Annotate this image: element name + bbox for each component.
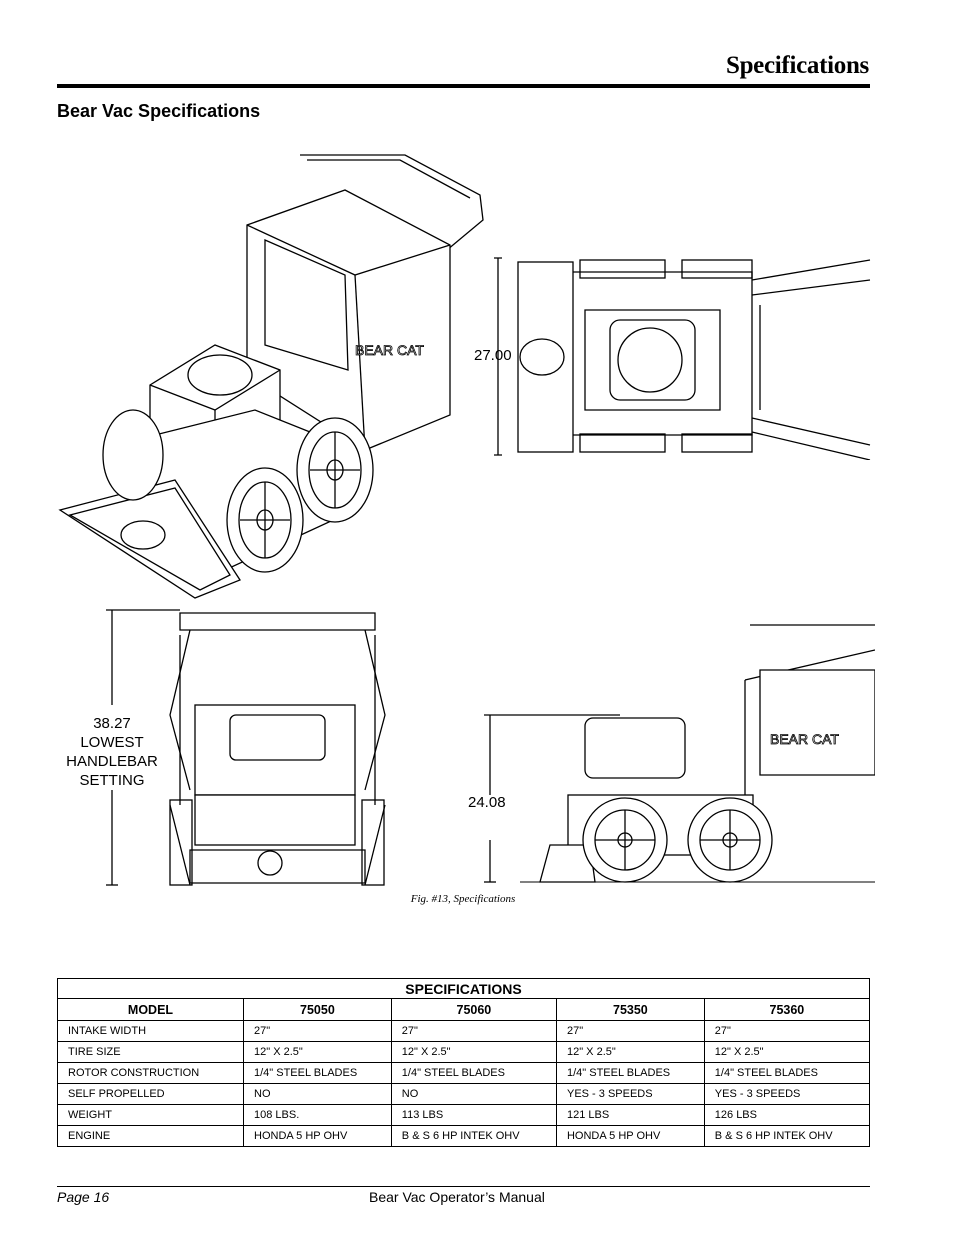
front-height-value: 38.27 <box>93 715 131 732</box>
table-cell: 27" <box>390 1020 557 1042</box>
table-cell: 1/4" STEEL BLADES <box>703 1062 871 1084</box>
table-row: WEIGHT 108 LBS. 113 LBS 121 LBS 126 LBS <box>57 1104 871 1126</box>
figure-caption: Fig. #13, Specifications <box>410 893 516 905</box>
table-cell: 1/4" STEEL BLADES <box>555 1062 705 1084</box>
row-label: TIRE SIZE <box>57 1041 244 1063</box>
section-heading: Bear Vac Specifications <box>57 101 261 121</box>
table-cell: 126 LBS <box>703 1104 871 1126</box>
row-label: SELF PROPELLED <box>57 1083 244 1105</box>
header-75350: 75350 <box>555 998 705 1021</box>
table-cell: NO <box>243 1083 392 1105</box>
page-title: Specifications <box>725 52 869 79</box>
table-title: SPECIFICATIONS <box>57 978 870 999</box>
row-label: ROTOR CONSTRUCTION <box>57 1062 244 1084</box>
table-cell: 121 LBS <box>555 1104 705 1126</box>
side-view-drawing: BEAR CAT <box>484 624 875 883</box>
table-row: ENGINE HONDA 5 HP OHV B & S 6 HP INTEK O… <box>57 1125 871 1147</box>
table-cell: NO <box>390 1083 557 1105</box>
table-cell: 1/4" STEEL BLADES <box>243 1062 392 1084</box>
table-row: SELF PROPELLED NO NO YES - 3 SPEEDS YES … <box>57 1083 871 1105</box>
specifications-table: SPECIFICATIONS MODEL 75050 75060 75350 7… <box>57 978 871 1147</box>
front-height-note-2: HANDLEBAR <box>66 753 158 770</box>
table-cell: HONDA 5 HP OHV <box>243 1125 392 1147</box>
row-label: ENGINE <box>57 1125 244 1147</box>
table-cell: 12" X 2.5" <box>555 1041 705 1063</box>
table-row: ROTOR CONSTRUCTION 1/4" STEEL BLADES 1/4… <box>57 1062 871 1084</box>
table-cell: 12" X 2.5" <box>243 1041 392 1063</box>
table-cell: 27" <box>555 1020 705 1042</box>
logo-text: BEAR CAT <box>355 342 424 358</box>
row-label: WEIGHT <box>57 1104 244 1126</box>
side-logo-text: BEAR CAT <box>770 731 839 747</box>
title-rule <box>57 84 870 88</box>
table-row: INTAKE WIDTH 27" 27" 27" 27" <box>57 1020 871 1042</box>
header-75360: 75360 <box>703 998 871 1021</box>
table-header-row: MODEL 75050 75060 75350 75360 <box>57 998 871 1021</box>
header-75060: 75060 <box>390 998 557 1021</box>
table-cell: YES - 3 SPEEDS <box>555 1083 705 1105</box>
side-height-dimension: 24.08 <box>468 794 506 811</box>
table-cell: 12" X 2.5" <box>703 1041 871 1063</box>
front-height-dimension: 38.27 LOWEST HANDLEBAR SETTING <box>58 714 166 790</box>
top-width-dimension: 27.00 <box>474 347 512 364</box>
table-cell: 113 LBS <box>390 1104 557 1126</box>
footer-rule <box>57 1186 870 1187</box>
table-cell: 27" <box>243 1020 392 1042</box>
front-height-note-1: LOWEST <box>80 734 144 751</box>
front-height-note-3: SETTING <box>79 772 145 789</box>
footer-page-number: Page 16 <box>57 1189 110 1205</box>
row-label: INTAKE WIDTH <box>57 1020 244 1042</box>
table-cell: 108 LBS. <box>243 1104 392 1126</box>
top-view-drawing <box>494 257 871 460</box>
table-row: TIRE SIZE 12" X 2.5" 12" X 2.5" 12" X 2.… <box>57 1041 871 1063</box>
table-cell: 27" <box>703 1020 871 1042</box>
table-cell: B & S 6 HP INTEK OHV <box>703 1125 871 1147</box>
header-model: MODEL <box>57 998 244 1021</box>
header-75050: 75050 <box>243 998 392 1021</box>
table-cell: YES - 3 SPEEDS <box>703 1083 871 1105</box>
table-cell: B & S 6 HP INTEK OHV <box>390 1125 557 1147</box>
table-cell: HONDA 5 HP OHV <box>555 1125 705 1147</box>
front-view-drawing <box>106 609 386 886</box>
table-cell: 12" X 2.5" <box>390 1041 557 1063</box>
footer-manual-title: Bear Vac Operator’s Manual <box>369 1189 545 1205</box>
isometric-view-drawing: BEAR CAT <box>58 154 484 599</box>
table-cell: 1/4" STEEL BLADES <box>390 1062 557 1084</box>
